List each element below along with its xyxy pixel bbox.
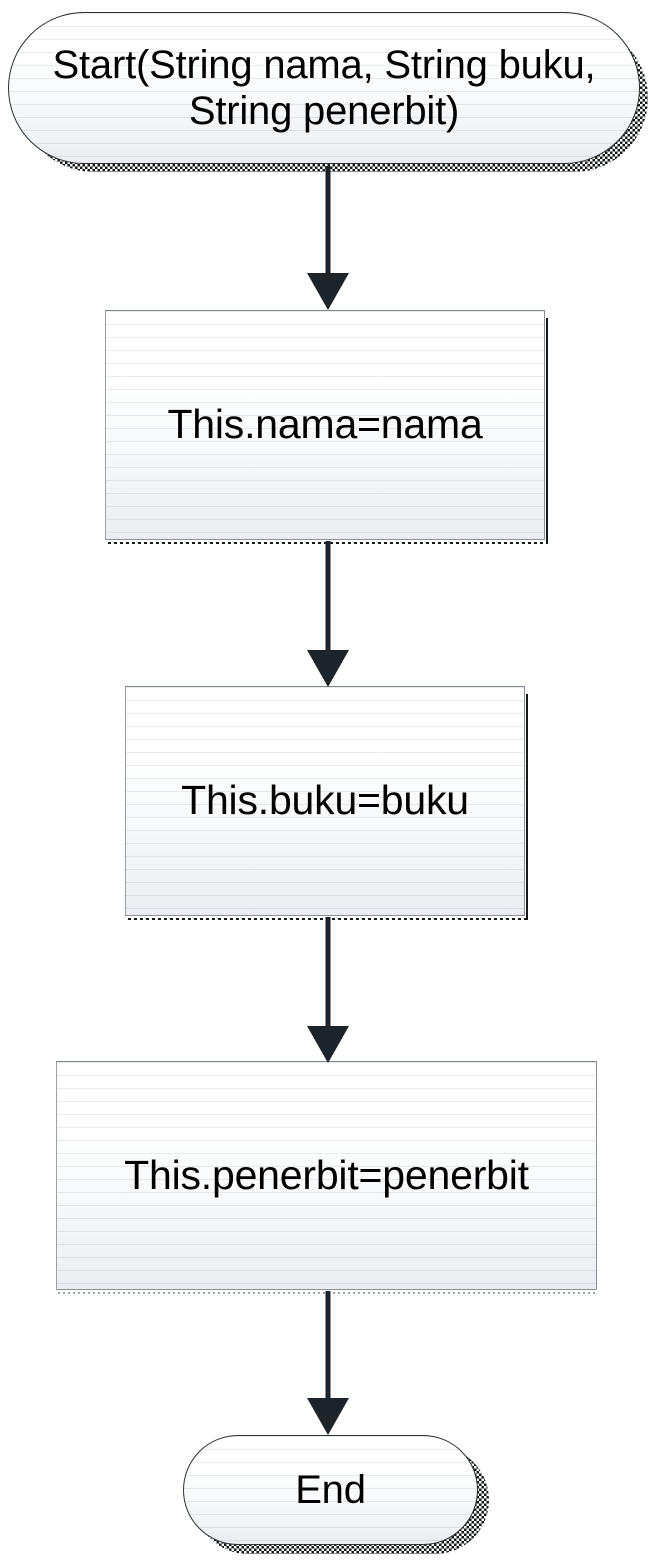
arrowhead-icon [307,1026,349,1063]
assign-buku-shadow-right [526,694,528,920]
arrowhead-icon [307,1398,349,1435]
edge-penerbit-to-end [306,1291,350,1437]
assign-nama-node[interactable]: This.nama=nama [105,310,545,540]
edge-stem [325,166,331,278]
assign-nama-shadow-right [546,318,548,544]
edge-start-to-nama [306,166,350,312]
start-node[interactable]: Start(String nama, String buku, String p… [8,12,640,164]
assign-buku-label: This.buku=buku [181,777,469,824]
edge-buku-to-penerbit [306,917,350,1065]
edge-stem [325,917,331,1031]
assign-penerbit-node[interactable]: This.penerbit=penerbit [56,1061,597,1290]
end-node-label: End [295,1467,366,1512]
end-node[interactable]: End [183,1435,478,1545]
assign-nama-label: This.nama=nama [167,401,483,448]
start-node-label: Start(String nama, String buku, String p… [52,42,596,133]
arrowhead-icon [307,650,349,687]
edge-stem [325,541,331,655]
assign-penerbit-label: This.penerbit=penerbit [124,1151,529,1198]
edge-stem [325,1291,331,1403]
edge-nama-to-buku [306,541,350,689]
assign-buku-node[interactable]: This.buku=buku [125,686,525,916]
arrowhead-icon [307,273,349,310]
